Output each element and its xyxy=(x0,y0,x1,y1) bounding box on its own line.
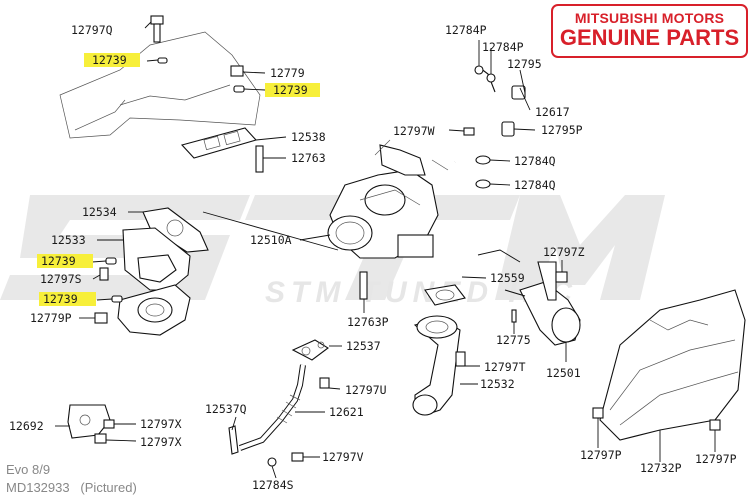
turbine-housing-12533 xyxy=(117,227,191,336)
label-12784s: 12784S xyxy=(252,478,294,492)
bolt-12797p-b xyxy=(709,419,721,431)
washer-12739-mid xyxy=(105,257,117,265)
bolt-12797q xyxy=(150,15,164,43)
footer-model: Evo 8/9 xyxy=(6,462,51,477)
label-12739-upper-left: 12739 xyxy=(92,53,127,67)
turbo-bracket-lines xyxy=(374,139,449,171)
label-12797s: 12797S xyxy=(40,272,82,286)
washer-12739-upper xyxy=(157,57,168,64)
genuine-parts-badge: MITSUBISHI MOTORS GENUINE PARTS xyxy=(551,4,748,58)
bolt-12797s xyxy=(99,267,109,281)
highlight-12739-upper-left xyxy=(84,53,140,67)
label-12795: 12795 xyxy=(507,57,542,71)
washer-12784q-a xyxy=(475,155,491,165)
label-12775: 12775 xyxy=(496,333,531,347)
washer-12784s xyxy=(267,457,277,467)
label-12533: 12533 xyxy=(51,233,86,247)
label-12763p: 12763P xyxy=(347,315,389,329)
label-12797v: 12797V xyxy=(322,450,364,464)
bolt-12797v xyxy=(291,452,304,462)
label-12537: 12537 xyxy=(346,339,381,353)
bolt-12797x-b xyxy=(94,433,107,444)
label-12784q-b: 12784Q xyxy=(514,178,556,192)
oil-feed-line-12617 xyxy=(454,67,521,163)
stud-12763p xyxy=(359,271,368,300)
leader-lines xyxy=(55,21,716,479)
bolt-12797t xyxy=(455,351,466,367)
gasket-12537 xyxy=(291,339,329,361)
washer-12784q-b xyxy=(475,179,491,189)
label-12797q: 12797Q xyxy=(71,23,113,37)
label-12739-upper-right: 12739 xyxy=(273,83,308,97)
water-pipe-12621 xyxy=(238,364,306,451)
bolt-12795p xyxy=(501,121,515,137)
turbocharger-12510a xyxy=(327,144,439,259)
label-12784p-b: 12784P xyxy=(482,40,524,54)
footer-part-number: MD132933 (Pictured) xyxy=(6,480,137,495)
washer-12784p-b xyxy=(486,73,496,83)
nut-12779p xyxy=(94,312,108,324)
bolt-12797x-a xyxy=(103,419,115,429)
label-12534: 12534 xyxy=(82,205,117,219)
label-12797w: 12797W xyxy=(393,124,435,138)
label-12797x-a: 12797X xyxy=(140,417,182,431)
label-12510a: 12510A xyxy=(250,233,292,247)
label-12797p-a: 12797P xyxy=(580,448,622,462)
label-12559: 12559 xyxy=(490,271,525,285)
label-12617: 12617 xyxy=(535,105,570,119)
label-12739-mid-left: 12739 xyxy=(41,254,76,268)
label-12795p: 12795P xyxy=(541,123,583,137)
label-12784p-a: 12784P xyxy=(445,23,487,37)
stud-12763 xyxy=(255,145,264,173)
label-12739-lower-left: 12739 xyxy=(43,292,78,306)
label-12532: 12532 xyxy=(480,377,515,391)
highlight-12739-lower-left xyxy=(39,292,96,306)
highlight-12739-upper-right xyxy=(265,83,320,97)
label-12797t: 12797T xyxy=(484,360,526,374)
bolt-12797z xyxy=(555,271,568,283)
label-12797p-b: 12797P xyxy=(695,452,737,466)
label-12621: 12621 xyxy=(329,405,364,419)
label-12763: 12763 xyxy=(291,151,326,165)
gasket-12537q xyxy=(228,425,239,455)
badge-brand: MITSUBISHI MOTORS xyxy=(574,10,725,26)
washer-12784p-a xyxy=(474,65,484,75)
gasket-12559 xyxy=(424,284,466,306)
front-pipe-12532 xyxy=(412,315,461,416)
label-12692: 12692 xyxy=(9,419,44,433)
label-12779p: 12779P xyxy=(30,311,72,325)
label-12797u: 12797U xyxy=(345,383,387,397)
label-12779: 12779 xyxy=(270,66,305,80)
label-12797x-b: 12797X xyxy=(140,435,182,449)
label-12537q: 12537Q xyxy=(205,402,247,416)
label-12732p: 12732P xyxy=(640,461,682,475)
bolt-12797w xyxy=(463,127,475,136)
upper-heat-shield xyxy=(59,31,261,139)
nut-12779 xyxy=(230,65,244,77)
label-12797z: 12797Z xyxy=(543,245,585,259)
pin-12775 xyxy=(511,309,517,323)
label-12538: 12538 xyxy=(291,130,326,144)
label-12784q-a: 12784Q xyxy=(514,154,556,168)
lower-heat-shield-12732p xyxy=(599,289,746,441)
wastegate-actuator-12501 xyxy=(504,261,581,346)
washer-12739-lower xyxy=(111,295,123,303)
label-12501: 12501 xyxy=(546,366,581,380)
highlight-12739-mid-left xyxy=(37,254,93,268)
badge-title: GENUINE PARTS xyxy=(559,25,740,50)
bolt-12797u xyxy=(319,377,330,389)
bolt-12795 xyxy=(511,85,526,100)
washer-12739-right xyxy=(233,85,245,93)
bolt-12797p-a xyxy=(592,407,604,419)
